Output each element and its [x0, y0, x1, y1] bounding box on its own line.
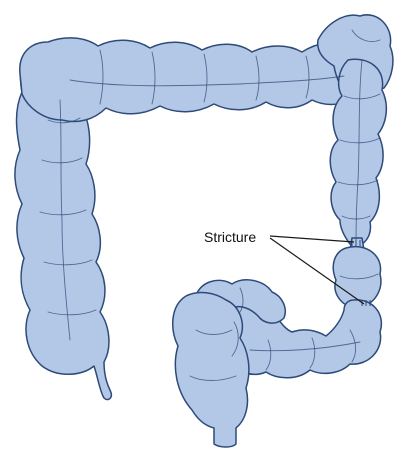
descending-colon — [330, 59, 386, 244]
transverse-colon — [20, 38, 350, 122]
rectum — [173, 293, 249, 447]
stricture-leader-upper — [270, 236, 354, 242]
stricture-label: Stricture — [204, 229, 256, 245]
